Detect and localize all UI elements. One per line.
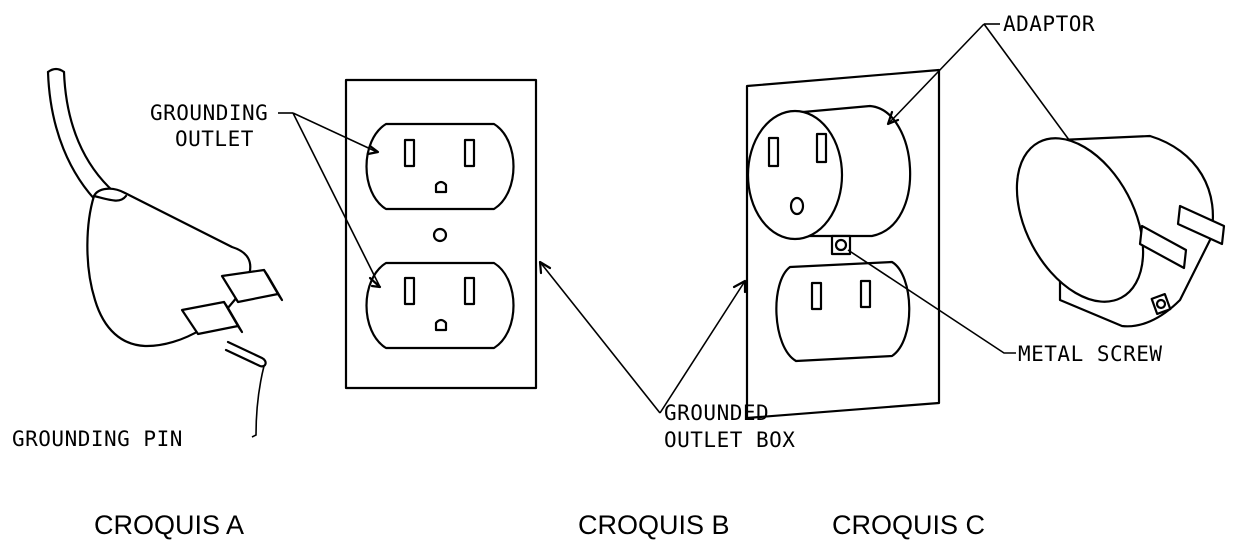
metal-screw-tab xyxy=(830,234,852,256)
grounding-outlet-leader-upper xyxy=(292,112,378,153)
adaptor-outlet-figure: ADAPTOR METAL SCREW xyxy=(745,12,1226,420)
outlet-wall-plate xyxy=(344,78,538,390)
grounded-outlet-box-label-line2: OUTLET BOX xyxy=(664,428,795,452)
plug-cord-edge xyxy=(62,70,116,194)
caption-croquis-a: CROQUIS A xyxy=(94,510,244,540)
adaptor-leader-to-outlet xyxy=(889,23,985,123)
metal-screw-head xyxy=(834,238,848,252)
grounded-outlet-box-label-line1: GROUNDED xyxy=(664,401,769,425)
grounding-outlet-figure: GROUNDING OUTLET xyxy=(150,78,538,390)
grounding-plug-figure: GROUNDING PIN xyxy=(12,67,284,451)
lower-slot-right xyxy=(463,276,476,306)
grounding-pin-label: GROUNDING PIN xyxy=(12,427,183,451)
adaptor-lower-receptacle xyxy=(775,260,911,363)
adaptor-wall-plate xyxy=(745,68,941,420)
standalone-prong-lower xyxy=(1138,224,1188,270)
adaptor-lower-slot-right xyxy=(859,279,872,309)
grounding-outlet-leader-lower xyxy=(292,112,381,288)
lower-receptacle xyxy=(365,261,515,350)
outlet-center-screw xyxy=(432,227,448,243)
standalone-prong-upper xyxy=(1176,204,1226,246)
metal-screw-label: METAL SCREW xyxy=(1018,342,1163,366)
caption-croquis-c: CROQUIS C xyxy=(832,510,985,540)
outlet-box-leader-b xyxy=(539,261,661,414)
grounding-outlet-label-line1: GROUNDING xyxy=(150,101,268,125)
adaptor-slot-right xyxy=(815,132,828,164)
upper-slot-right xyxy=(463,138,476,168)
lower-slot-left xyxy=(403,276,416,306)
metal-screw-leader xyxy=(847,249,1016,354)
upper-receptacle xyxy=(365,122,515,211)
standalone-adaptor-face xyxy=(1015,137,1145,303)
adaptor-lower-slot-left xyxy=(810,281,823,311)
outlet-box-leader-c xyxy=(659,280,746,414)
adaptor-face xyxy=(746,109,844,241)
grounded-outlet-box-callout: GROUNDED OUTLET BOX xyxy=(538,260,795,452)
grounding-outlet-label-line2: OUTLET xyxy=(175,127,254,151)
plug-cord xyxy=(46,70,102,207)
adaptor-label: ADAPTOR xyxy=(1003,12,1095,36)
grounding-pin-shape xyxy=(224,340,267,368)
standalone-screw-tab xyxy=(1150,292,1172,316)
caption-croquis-b: CROQUIS B xyxy=(578,510,730,540)
upper-slot-left xyxy=(403,138,416,168)
grounding-pin-leader xyxy=(251,365,265,438)
upper-ground-hole xyxy=(434,180,448,194)
adaptor-ground-hole xyxy=(789,196,805,216)
adaptor-slot-left xyxy=(767,136,780,168)
lower-ground-hole xyxy=(434,318,448,332)
